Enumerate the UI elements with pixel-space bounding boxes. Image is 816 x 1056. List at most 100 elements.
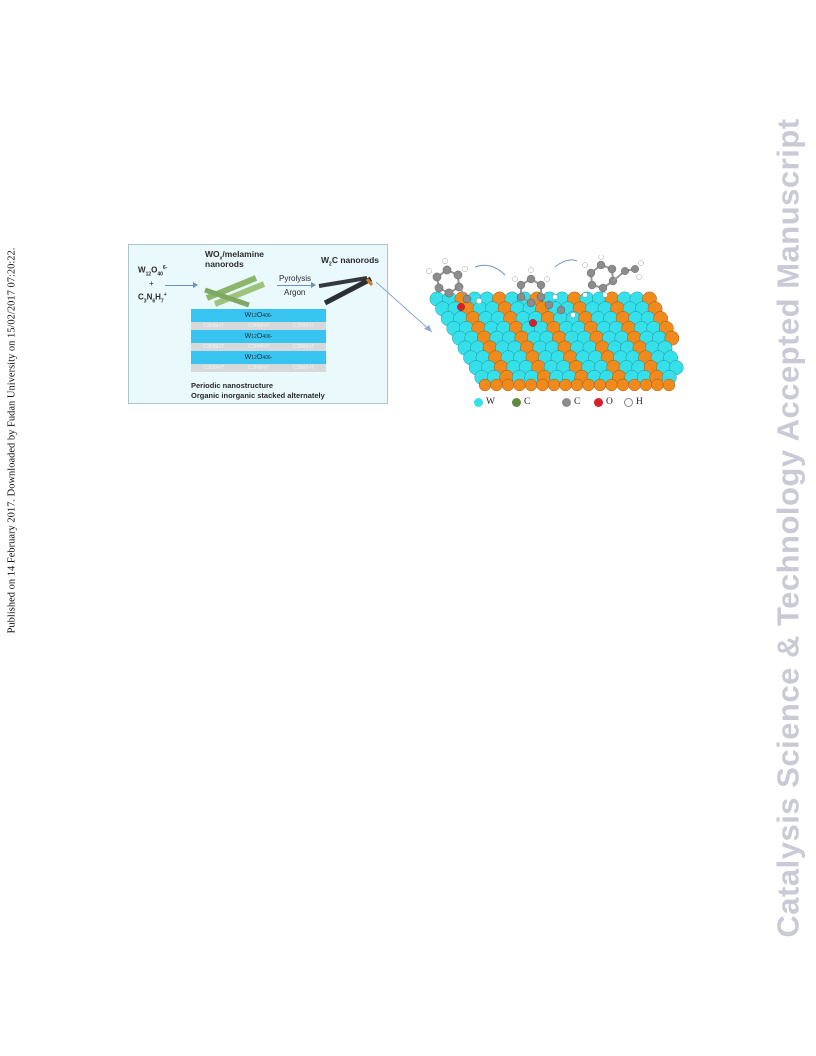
molecule-h-atom (636, 274, 642, 280)
reaction-arrow-2 (277, 285, 313, 286)
stack-caption-2: Organic inorganic stacked alternately (191, 391, 325, 400)
molecule-h-atom (570, 312, 576, 318)
molecule-c-atom (536, 292, 546, 302)
product-label: W2C nanorods (321, 255, 380, 268)
molecule-c-atom (462, 294, 472, 304)
pyrolysis-label: Pyrolysis (279, 274, 312, 283)
molecule-c-atom (630, 264, 640, 274)
nanorod-tip (365, 278, 374, 286)
c-surface-atom (559, 378, 572, 392)
publication-note-text: Published on 14 February 2017. Downloade… (6, 247, 18, 633)
molecule-h-atom (582, 262, 588, 268)
molecule-c-atom (442, 265, 452, 275)
c-surface-atom (501, 378, 515, 392)
molecule-c-atom (598, 283, 608, 293)
reaction-arrow-1 (165, 285, 195, 286)
precursor-2: C3N6H7+ (138, 292, 167, 305)
reaction-arrowhead-1 (193, 282, 198, 288)
molecule-h-atom (441, 257, 449, 265)
reaction-arrow-3 (474, 264, 506, 276)
c-surface-atom (628, 378, 641, 392)
plus-sign: + (149, 279, 154, 288)
reaction-arrowhead-2 (311, 282, 316, 288)
c-surface-atom (593, 378, 607, 392)
c-surface-atom (651, 378, 664, 392)
watermark-text: Catalysis Science & Technology Accepted … (771, 117, 806, 938)
molecule-c-atom (536, 280, 546, 290)
atom-legend: W C C O H (474, 397, 664, 411)
molecule-c-atom (586, 268, 596, 278)
molecule-c-atom (587, 280, 597, 290)
molecule-h-atom (475, 297, 483, 305)
h-atom-icon (624, 397, 633, 407)
c-surface-atom (582, 378, 595, 392)
c-surface-atom (616, 378, 630, 392)
reaction-arrow-4 (554, 259, 578, 268)
c-surface-atom (605, 378, 618, 392)
c-surface-atom (478, 378, 492, 392)
molecule-c-atom (432, 272, 442, 282)
c-surface-atom (639, 378, 653, 392)
zoom-arrow (375, 281, 433, 333)
molecule-h-atom (552, 294, 558, 300)
c-molecule-atom-icon (562, 397, 571, 407)
c-surface-atom (547, 378, 561, 392)
publication-note: Published on 14 February 2017. Downloade… (4, 245, 20, 635)
o-atom-icon (594, 397, 603, 407)
molecule-h-atom (544, 276, 550, 282)
c-surface-atom (662, 378, 676, 392)
molecule-c-atom (596, 260, 606, 270)
c-surface-atom (570, 378, 584, 392)
synthesis-scheme: W12O406- + C3N6H7+ WOx/melamine nanorods… (128, 244, 388, 404)
w-atom-icon (474, 397, 483, 407)
c-surface-atom (536, 378, 549, 392)
dark-nanorods (318, 276, 374, 306)
legend-item-h: H (624, 397, 643, 407)
green-nanorods (204, 275, 266, 308)
nanorod-2 (213, 281, 266, 307)
molecule-h-atom (598, 255, 604, 260)
w2c-nanorod-2 (323, 276, 373, 306)
molecule-c-atom (516, 292, 526, 302)
molecule-o-atom (528, 318, 538, 328)
molecule-h-atom (461, 265, 469, 273)
molecule-c-atom (526, 274, 536, 284)
legend-item-o: O (594, 397, 613, 407)
molecule-h-atom (425, 267, 433, 275)
molecule-c-atom (434, 283, 444, 293)
c-surface-atom (513, 378, 526, 392)
molecule-c-atom (544, 300, 554, 310)
nanorod-3 (204, 287, 250, 308)
w2c-nanorod-1 (318, 276, 368, 288)
c-surface-atom (524, 378, 538, 392)
c-surface-atom (490, 378, 503, 392)
argon-label: Argon (284, 288, 306, 297)
w2c-surface-model (425, 255, 684, 392)
molecule-c-atom (453, 270, 463, 280)
intermediate-label-2: nanorods (205, 259, 244, 269)
c-atom-icon (512, 397, 521, 407)
molecule-c-atom (607, 264, 617, 274)
molecule-h-atom (528, 267, 534, 273)
molecule-c-atom (516, 280, 526, 290)
molecule-h-atom (582, 292, 588, 298)
molecule-h-atom (638, 260, 644, 266)
legend-item-c-molecule: C (562, 397, 580, 407)
molecule-c-atom (556, 305, 566, 315)
journal-watermark: Catalysis Science & Technology Accepted … (768, 118, 810, 937)
molecule-h-atom (512, 276, 518, 282)
molecule-c-atom (444, 288, 454, 298)
stack-caption-1: Periodic nanostructure (191, 381, 274, 390)
precursor-1: W12O406- (138, 265, 168, 278)
intermediate-label-1: WOx/melamine (205, 249, 264, 262)
legend-item-w: W (474, 397, 495, 407)
molecule-o-atom (456, 302, 466, 312)
molecule-c-atom (526, 298, 536, 308)
legend-item-c-surface: C (512, 397, 530, 407)
